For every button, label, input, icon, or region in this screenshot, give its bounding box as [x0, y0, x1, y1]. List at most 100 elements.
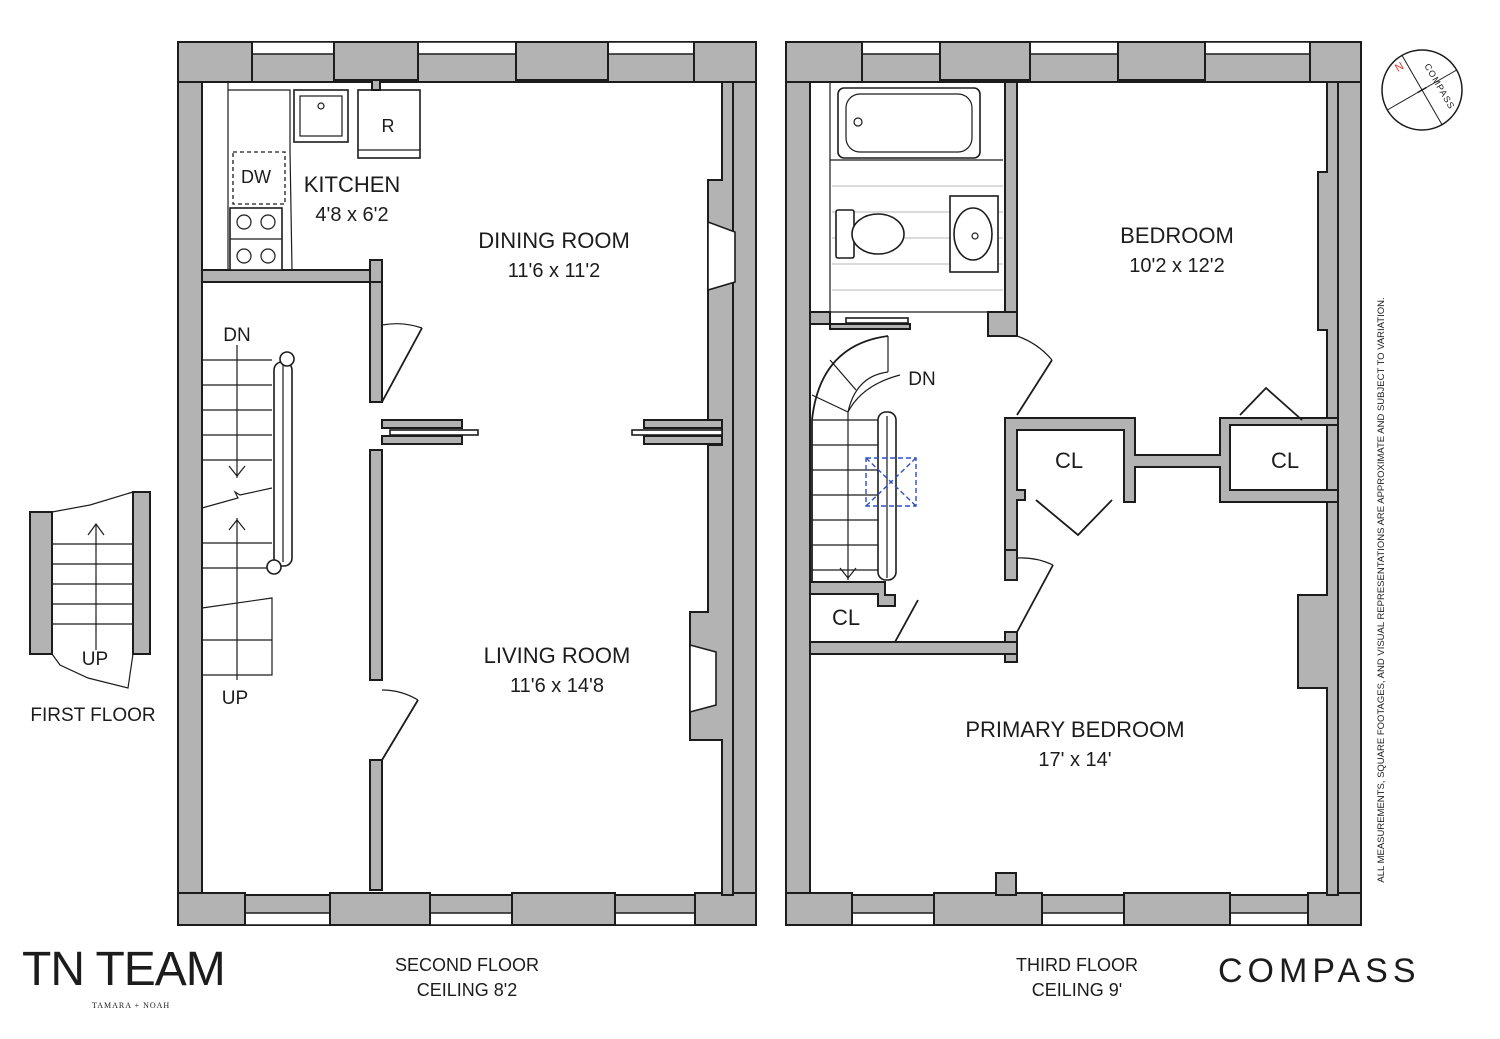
second-floor-plan: DN UP DW R KITCHEN 4'8 x 6'2 DINING ROOM… [177, 41, 757, 1000]
compass-company-logo: COMPASS [1218, 952, 1421, 990]
wall-pier [1309, 41, 1362, 83]
first-floor-plan: UP FIRST FLOOR [29, 491, 156, 726]
stair-closet-door [894, 599, 919, 643]
primary-door [1016, 564, 1054, 633]
hall-partition-wall [369, 449, 383, 681]
bathroom-wall [1004, 81, 1018, 313]
living-fireplace [689, 643, 717, 714]
stair-closet-walls [809, 581, 896, 607]
closet-door [1239, 386, 1303, 421]
window [1204, 41, 1311, 55]
first-floor-wall-left [29, 511, 53, 655]
bathtub [837, 87, 981, 159]
refrigerator [357, 89, 421, 159]
third-floor-plan: DN BEDROOM 10'2 x 12'2 CL CL CL PRIMARY … [785, 41, 1362, 1000]
bathroom-wall [987, 311, 1018, 337]
dining-room-dims: 11'6 x 11'2 [508, 260, 601, 282]
first-floor-stair-up-label: UP [82, 649, 108, 670]
window [417, 41, 517, 55]
bathroom-pocket-door [845, 317, 909, 324]
kitchen-partition-stub [369, 259, 383, 283]
third-floor-stair [811, 335, 901, 582]
window [1041, 912, 1125, 926]
dining-fireplace-chimney [689, 81, 734, 896]
kitchen-name: KITCHEN [304, 172, 401, 197]
closet-label: CL [832, 605, 860, 630]
bedroom-dims: 10'2 x 12'2 [1129, 255, 1225, 277]
bedroom-name: BEDROOM [1120, 223, 1234, 248]
wall-pier [515, 41, 609, 81]
bathroom-wall [809, 311, 831, 325]
window [614, 912, 696, 926]
first-floor-wall-right [132, 491, 151, 655]
wall-pier [329, 892, 431, 926]
living-room-name: LIVING ROOM [484, 643, 631, 668]
wall-pier [939, 41, 1031, 81]
window [1229, 912, 1309, 926]
primary-bedroom-name: PRIMARY BEDROOM [965, 717, 1184, 742]
access-hatch-marker [865, 457, 917, 507]
right-chimney [1297, 81, 1339, 896]
window [244, 912, 331, 926]
window [251, 41, 335, 55]
center-closet-walls [1004, 417, 1339, 551]
second-floor-stair [201, 345, 295, 680]
wall-pier [785, 41, 863, 83]
second-floor-ceiling: CEILING 8'2 [417, 980, 517, 1000]
hall-partition-wall [369, 281, 383, 403]
living-room-dims: 11'6 x 14'8 [510, 675, 604, 697]
wall-pier [1117, 41, 1206, 81]
second-floor-caption: SECOND FLOOR [395, 955, 539, 975]
wall-pier [511, 892, 616, 926]
closet-label: CL [1055, 448, 1083, 473]
hall-partition-wall [369, 759, 383, 891]
first-floor-stair [51, 491, 134, 689]
bathroom-door [1016, 359, 1053, 416]
tn-team-logo: TN TEAM [22, 943, 226, 996]
dishwasher [232, 151, 286, 205]
closet-label: CL [1271, 448, 1299, 473]
wall-pier [1123, 892, 1231, 926]
dining-fireplace [707, 220, 736, 292]
dining-room-name: DINING ROOM [478, 228, 630, 253]
dishwasher-label: DW [241, 167, 271, 187]
wall-pier [1307, 892, 1362, 926]
window [429, 912, 513, 926]
toilet [835, 209, 905, 259]
window [851, 912, 935, 926]
wall-pier [693, 41, 757, 83]
third-floor-stair-down-label: DN [908, 369, 935, 390]
third-floor-ceiling: CEILING 9' [1032, 980, 1122, 1000]
hall-door-lower [381, 699, 419, 761]
kitchen-partition-wall [201, 269, 383, 283]
third-floor-caption: THIRD FLOOR [1016, 955, 1138, 975]
kitchen-sink [293, 89, 349, 143]
wall-stub [995, 872, 1017, 896]
second-floor-stair-up-label: UP [222, 688, 248, 709]
refrigerator-label: R [382, 116, 395, 136]
first-floor-caption: FIRST FLOOR [30, 705, 155, 726]
window [607, 41, 695, 55]
wall-pier [785, 892, 853, 926]
tn-team-subtitle: TAMARA + NOAH [92, 1001, 171, 1010]
hall-wall [809, 641, 1018, 655]
pocket-doors [381, 419, 723, 445]
closet-door [1035, 499, 1113, 537]
disclaimer-text: ALL MEASUREMENTS, SQUARE FOOTAGES, AND V… [1376, 297, 1387, 882]
wall-pier [694, 892, 757, 926]
bathroom-vanity-sink [949, 195, 999, 273]
hall-wall [1004, 549, 1018, 581]
wall-pier [333, 41, 419, 81]
window [861, 41, 941, 55]
wall-pier [933, 892, 1043, 926]
primary-bedroom-dims: 17' x 14' [1038, 749, 1111, 771]
window [1029, 41, 1119, 55]
third-floor-exterior-walls [785, 41, 1362, 926]
wall-pier [177, 892, 246, 926]
kitchen-dims: 4'8 x 6'2 [315, 204, 388, 226]
wall-pier [177, 41, 253, 83]
second-floor-stair-down-label: DN [223, 325, 250, 346]
hall-door-upper [381, 327, 423, 403]
compass-rose: N COMPASS [1381, 49, 1463, 131]
